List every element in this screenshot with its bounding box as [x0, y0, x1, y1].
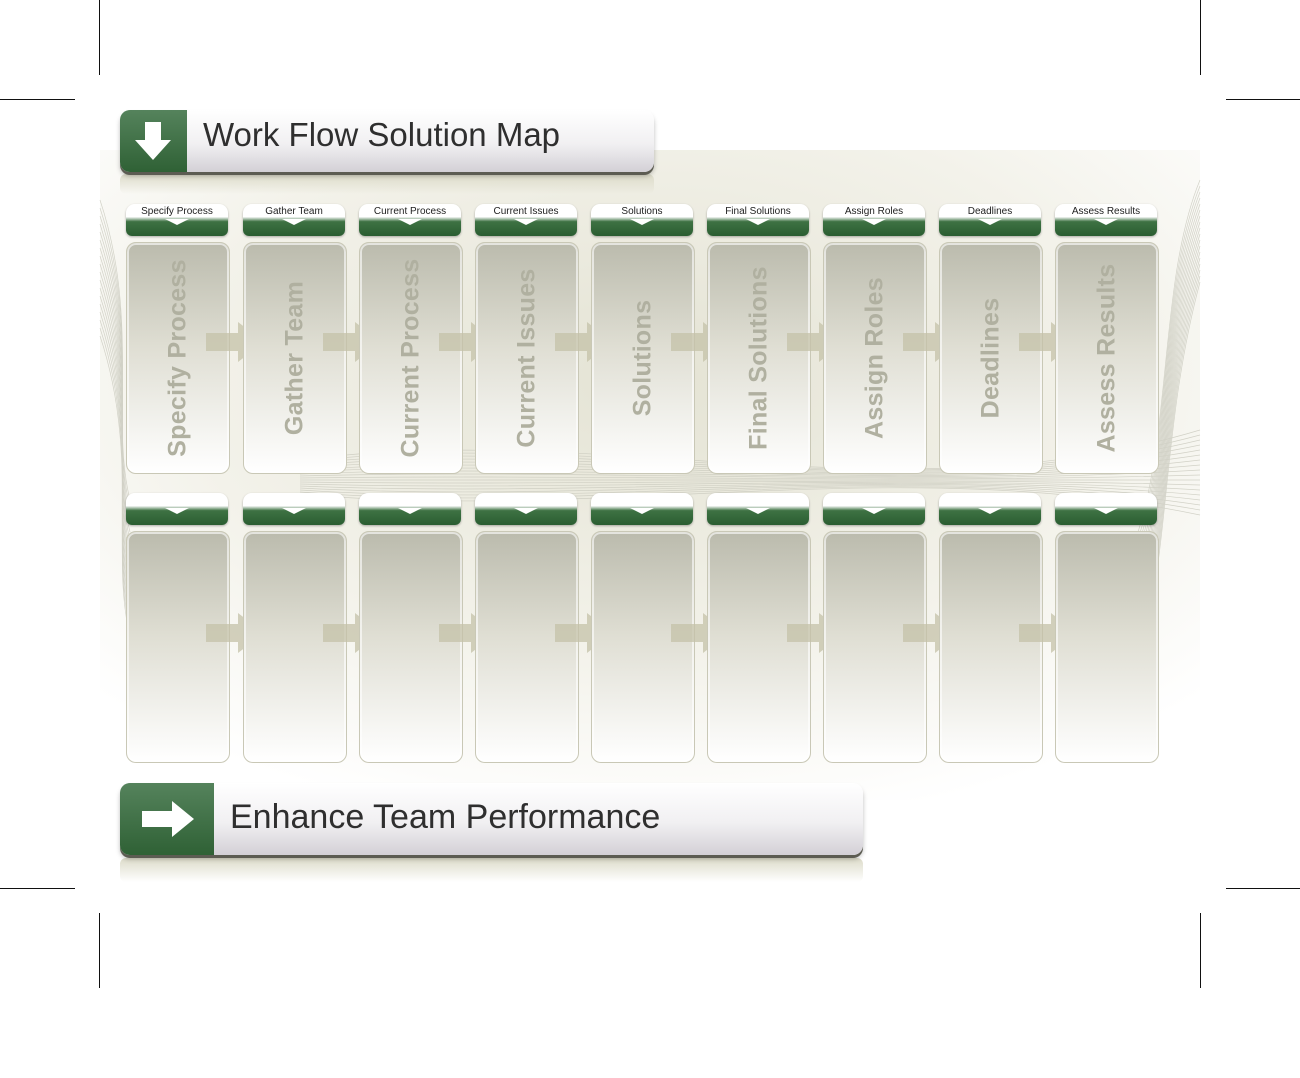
step-card-label: Assess Results [1092, 263, 1121, 453]
chevron-down-icon [1094, 508, 1118, 514]
step-header-tab [823, 493, 925, 525]
chevron-down-icon [398, 219, 422, 225]
step-header-tab [359, 493, 461, 525]
step-header-tab [939, 493, 1041, 525]
step-header-tab: Current Process [359, 204, 461, 236]
chevron-down-icon [1094, 219, 1118, 225]
step-card: Gather Team [243, 242, 347, 474]
step-header-tab: Gather Team [243, 204, 345, 236]
step-card-label: Specify Process [163, 259, 192, 457]
chevron-down-icon [746, 508, 770, 514]
step-card: Current Issues [475, 242, 579, 474]
step-header-tab: Solutions [591, 204, 693, 236]
footer-title: Enhance Team Performance [230, 798, 661, 836]
chevron-down-icon [630, 508, 654, 514]
step-card: Specify Process [126, 242, 230, 474]
chevron-down-icon [862, 508, 886, 514]
step-header-tab [1055, 493, 1157, 525]
right-arrow-icon [120, 783, 214, 855]
chevron-down-icon [514, 508, 538, 514]
step-header-tab: Final Solutions [707, 204, 809, 236]
crop-mark [99, 0, 100, 75]
step-blank-card [591, 531, 695, 763]
step-header-label: Assess Results [1071, 206, 1141, 217]
step-header-tab [126, 493, 228, 525]
step-header-tab: Assess Results [1055, 204, 1157, 236]
chevron-down-icon [978, 219, 1002, 225]
crop-mark [0, 99, 75, 100]
step-card-label: Gather Team [280, 280, 309, 436]
step-card-label: Deadlines [976, 297, 1005, 419]
step-header-label: Current Process [373, 206, 447, 217]
step-card-label: Solutions [628, 299, 657, 417]
step-blank-card [126, 531, 230, 763]
chevron-down-icon [978, 508, 1002, 514]
footer-bar-reflection [120, 858, 863, 882]
step-header-label: Deadlines [967, 206, 1013, 217]
step-blank-card [359, 531, 463, 763]
step-header-tab [243, 493, 345, 525]
crop-mark [1200, 913, 1201, 988]
crop-mark [1200, 0, 1201, 75]
title-bar: Work Flow Solution Map [120, 110, 654, 172]
step-blank-card [1055, 531, 1159, 763]
step-header-label: Specify Process [141, 206, 213, 217]
chevron-down-icon [282, 219, 306, 225]
step-card: Assign Roles [823, 242, 927, 474]
step-header-tab [475, 493, 577, 525]
chevron-down-icon [398, 508, 422, 514]
step-blank-card [475, 531, 579, 763]
crop-mark [1226, 888, 1300, 889]
step-header-tab: Current Issues [475, 204, 577, 236]
chevron-down-icon [862, 219, 886, 225]
step-card: Deadlines [939, 242, 1043, 474]
step-card-label: Final Solutions [744, 266, 773, 450]
step-blank-card [939, 531, 1043, 763]
step-header-tab [707, 493, 809, 525]
chevron-down-icon [746, 219, 770, 225]
step-blank-card [243, 531, 347, 763]
step-card-label: Current Process [396, 258, 425, 458]
step-card: Assess Results [1055, 242, 1159, 474]
step-card: Current Process [359, 242, 463, 474]
step-header-label: Current Issues [493, 206, 559, 217]
step-header-label: Gather Team [265, 206, 323, 217]
step-header-tab: Assign Roles [823, 204, 925, 236]
crop-mark [99, 913, 100, 988]
step-card-label: Current Issues [512, 268, 541, 448]
step-card-label: Assign Roles [860, 277, 889, 439]
step-card: Final Solutions [707, 242, 811, 474]
crop-mark [0, 888, 75, 889]
step-blank-card [823, 531, 927, 763]
step-header-tab [591, 493, 693, 525]
page-title: Work Flow Solution Map [203, 116, 561, 153]
step-header-label: Assign Roles [844, 206, 904, 217]
chevron-down-icon [282, 508, 306, 514]
chevron-down-icon [165, 508, 189, 514]
step-header-tab: Specify Process [126, 204, 228, 236]
crop-mark [1226, 99, 1300, 100]
footer-bar: Enhance Team Performance [120, 783, 863, 855]
step-blank-card [707, 531, 811, 763]
step-header-tab: Deadlines [939, 204, 1041, 236]
title-bar-reflection [120, 174, 654, 194]
step-header-label: Solutions [621, 206, 663, 217]
step-card: Solutions [591, 242, 695, 474]
chevron-down-icon [514, 219, 538, 225]
down-arrow-icon [120, 110, 187, 172]
chevron-down-icon [165, 219, 189, 225]
chevron-down-icon [630, 219, 654, 225]
step-header-label: Final Solutions [725, 206, 791, 217]
